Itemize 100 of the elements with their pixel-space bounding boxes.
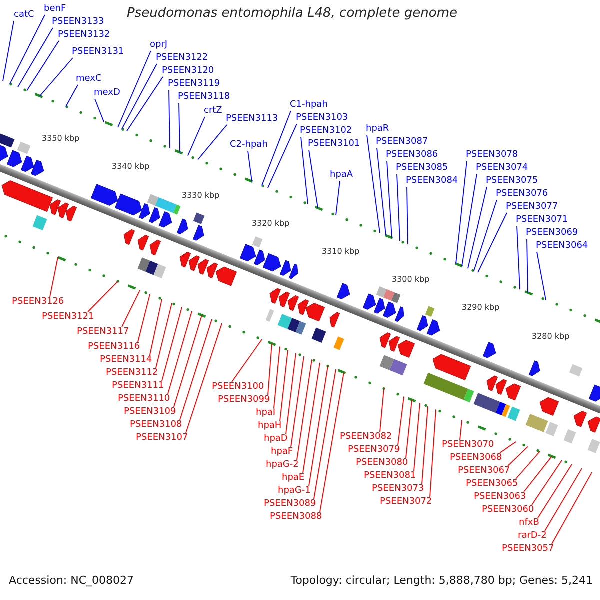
gene-label: hpaH [258,421,282,432]
leader-line [300,136,308,205]
gene-label: C1-hpah [290,100,328,111]
leader-line [122,290,140,328]
leader-line [320,372,344,512]
scale-label: 3320 kbp [252,218,290,229]
leader-line [168,310,192,394]
leader-line [10,14,46,84]
gene-label: PSEEN3131 [72,47,124,58]
gene-label: PSEEN3103 [296,113,348,124]
leader-line [380,388,384,432]
gene-label: PSEEN3065 [466,479,518,490]
gene-label: PSEEN3064 [536,241,588,252]
gene-label: PSEEN3100 [212,382,264,393]
gene-label: PSEEN3073 [372,484,424,495]
gene-label: hpaE [282,473,305,484]
leader-line [66,84,78,108]
gene-label: PSEEN3086 [386,150,438,161]
footer-text: Topology: circular; Length: 5,888,780 bp; Genes: 5,241 [290,574,593,587]
leader-line [376,148,386,236]
leader-line [508,446,528,466]
leader-line [302,362,320,474]
leader-line [286,352,296,434]
gene-label: PSEEN3075 [486,176,538,187]
leader-line [248,150,252,182]
gene-label: PSEEN3110 [118,394,170,405]
leader-line [516,451,540,480]
leader-line [366,134,380,234]
scale-label: 3330 kbp [182,190,220,201]
leader-line [544,468,582,532]
gene-label: oprJ [150,40,168,51]
gene-label: PSEEN3113 [226,114,278,125]
leader-line [268,124,298,188]
gene-label: PSEEN3069 [526,228,578,239]
leader-line [118,50,152,128]
gene-label: hpaA [330,170,354,181]
gene-label: PSEEN3119 [168,79,220,90]
leader-line [414,402,420,472]
leader-line [460,420,462,440]
leader-line [198,124,228,160]
leader-line [290,356,304,448]
scale-label: 3290 kbp [462,303,500,314]
gene-label: PSEEN3063 [474,492,526,503]
gene-label: PSEEN3060 [482,505,534,516]
leader-line [536,252,546,300]
gene-label: PSEEN3089 [264,499,316,510]
leader-line [396,174,400,242]
leader-line [138,294,150,342]
gene-label: PSEEN3082 [340,432,392,443]
gene-label: PSEEN3114 [100,355,152,366]
leader-line [168,90,170,149]
leader-line [386,160,392,238]
leader-line [280,350,288,422]
gene-label: hpaR [366,124,390,135]
leader-line [94,98,104,122]
diagram-title: Pseudomonas entomophila L48, complete genome [127,6,458,21]
gene-label: crtZ [204,106,222,117]
leader-line [186,323,222,434]
gene-label: PSEEN3120 [162,66,214,77]
scale-label: 3310 kbp [322,247,360,258]
gene-label: PSEEN3087 [376,137,428,148]
leader-line [88,281,118,312]
leader-line [398,396,404,446]
gene-label: PSEEN3126 [12,297,64,308]
gene-label: PSEEN3072 [380,497,432,508]
leader-line [50,256,58,298]
gene-label: PSEEN3101 [308,139,360,150]
gene-label: PSEEN3071 [516,215,568,226]
gene-label: benF [44,4,66,15]
leader-line [150,298,162,356]
gene-label: PSEEN3088 [270,512,322,523]
leader-line [524,456,552,492]
leader-line [126,76,164,132]
gene-label: PSEEN3067 [458,466,510,477]
leader-line [532,460,562,506]
gene-label: mexC [76,74,102,85]
leader-line [406,400,412,458]
gene-label: rarD-2 [518,531,547,542]
gene-label: PSEEN3112 [106,368,158,379]
gene-label: PSEEN3116 [88,342,140,353]
leader-line [268,343,272,396]
leader-line [162,306,182,382]
gene-label: PSEEN3109 [124,407,176,418]
gene-label: PSEEN3133 [52,17,104,28]
scale-label: 3340 kbp [112,162,150,172]
leader-line [156,302,172,368]
leader-line [314,368,336,500]
gene-label: hpaG-1 [278,486,311,497]
gene-label: PSEEN3111 [112,381,164,392]
scale-label: 3300 kbp [392,275,430,286]
leader-line [336,180,340,216]
gene-label: PSEEN3107 [136,433,188,444]
gene-label: PSEEN3108 [130,420,182,431]
leader-line [516,226,520,290]
gene-label: hpaI [256,408,276,419]
scale-label: 3350 kbp [42,134,80,144]
leader-line [2,20,14,82]
leader-line [500,442,516,454]
leader-line [526,238,528,294]
gene-label: PSEEN3099 [218,395,270,406]
